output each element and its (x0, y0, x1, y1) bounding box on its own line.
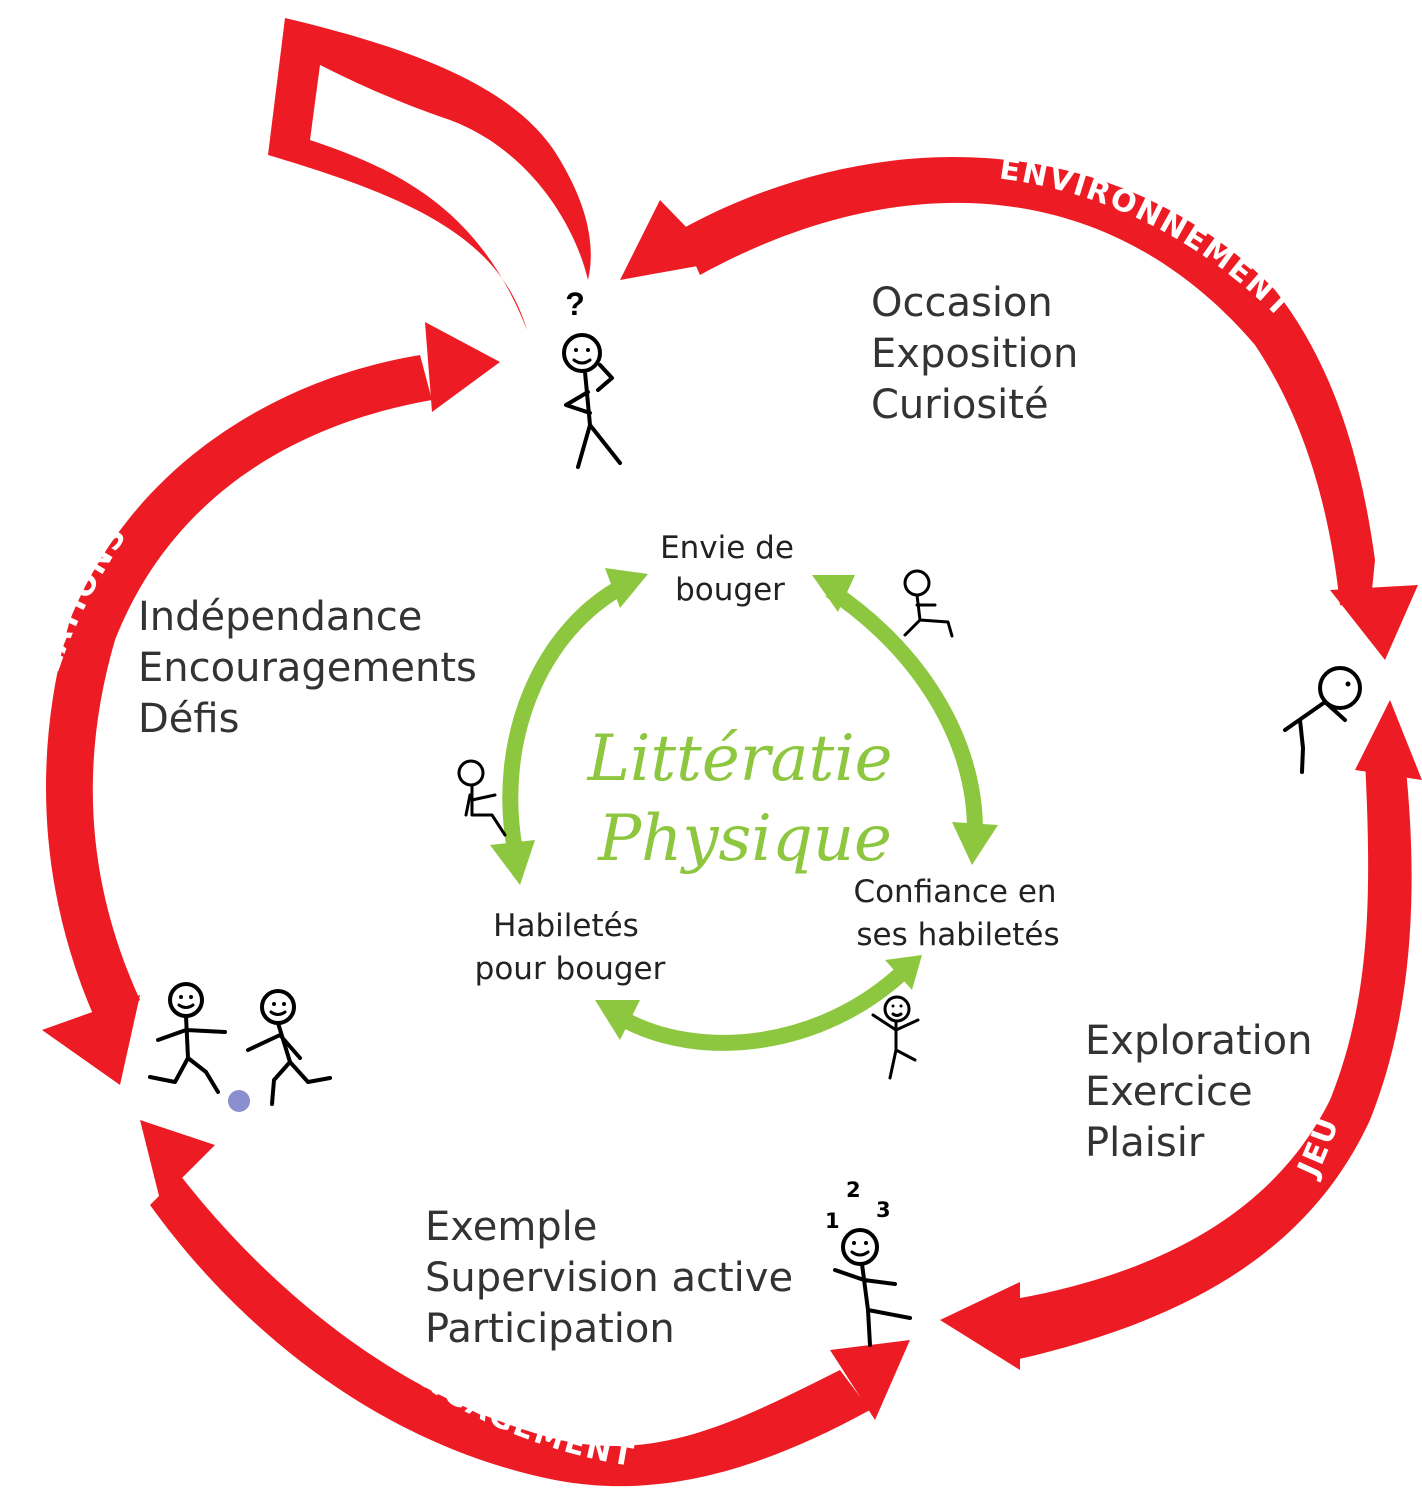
node-right-line1: Confiance en (853, 874, 1056, 910)
environnement-arrow-head-left (620, 200, 720, 280)
jeu-arrow-band (1010, 760, 1412, 1360)
ball-players-icon (148, 982, 332, 1112)
small-running-figure-icon (903, 569, 954, 638)
thinking-figure-icon: ? (562, 286, 622, 469)
jeu-arrow-head-up (1355, 700, 1422, 780)
center-title-line1: Littératie (586, 722, 892, 796)
group-text: Exemple (425, 1204, 597, 1250)
engagement-arrow-band (150, 1175, 870, 1487)
green-arc-right (825, 583, 983, 831)
group-text: Exploration (1085, 1018, 1313, 1064)
group-text: Occasion (871, 280, 1053, 326)
group-text: Exposition (871, 331, 1078, 377)
node-left-line1: Habiletés (493, 908, 639, 944)
relations-arrow-band (45, 355, 432, 1030)
green-arrowhead-top-left (605, 568, 648, 608)
relations-arrow-head-right (425, 322, 500, 412)
red-leaf-loop (268, 18, 591, 330)
environnement-arrow-head-down (1330, 585, 1418, 660)
small-jumping-figure-icon (871, 995, 920, 1080)
green-arrowhead-top-right (812, 575, 855, 612)
group-text: Défis (138, 696, 239, 742)
green-arc-left (502, 577, 629, 852)
running-figure-icon (1283, 666, 1362, 774)
engagement-arrow-head-upleft (140, 1120, 215, 1200)
group-text: Encouragements (138, 645, 477, 691)
counting-figure-icon: 1 2 3 (825, 1178, 912, 1347)
group-top-right: Occasion Exposition Curiosité (871, 280, 1078, 428)
green-arrowhead-right (952, 822, 998, 865)
outer-red-cycle (42, 18, 1422, 1487)
engagement-arrow-head-right (830, 1340, 910, 1420)
node-top-line1: Envie de (660, 530, 794, 566)
relations-arrow-head-down (42, 995, 140, 1085)
group-text: Supervision active (425, 1255, 793, 1301)
green-arrowhead-bottom-left (490, 840, 535, 885)
green-arrowhead-bottom-left-end (595, 1000, 640, 1040)
node-left-line2: pour bouger (475, 951, 666, 987)
green-arrowhead-bottom-right-end (885, 955, 922, 990)
node-top-line2: bouger (675, 572, 785, 608)
group-text: Curiosité (871, 382, 1049, 428)
group-text: Indépendance (138, 594, 422, 640)
group-left: Indépendance Encouragements Défis (138, 594, 477, 742)
ball-icon (228, 1090, 250, 1112)
small-climbing-figure-icon (457, 759, 507, 837)
jeu-arrow-head-left (940, 1282, 1020, 1370)
group-text: Plaisir (1085, 1120, 1205, 1166)
count-one: 1 (825, 1209, 840, 1233)
center-title-line2: Physique (597, 802, 892, 876)
group-text: Participation (425, 1306, 675, 1352)
group-text: Exercice (1085, 1069, 1253, 1115)
environnement-arrow-band (680, 157, 1375, 611)
green-arc-bottom (621, 964, 911, 1051)
inner-green-cycle (490, 568, 998, 1051)
count-two: 2 (846, 1178, 861, 1202)
group-bottom-right: Exploration Exercice Plaisir (1085, 1018, 1313, 1166)
group-bottom: Exemple Supervision active Participation (425, 1204, 793, 1352)
question-mark: ? (565, 286, 585, 322)
node-right-line2: ses habiletés (856, 917, 1059, 953)
count-three: 3 (876, 1198, 891, 1222)
